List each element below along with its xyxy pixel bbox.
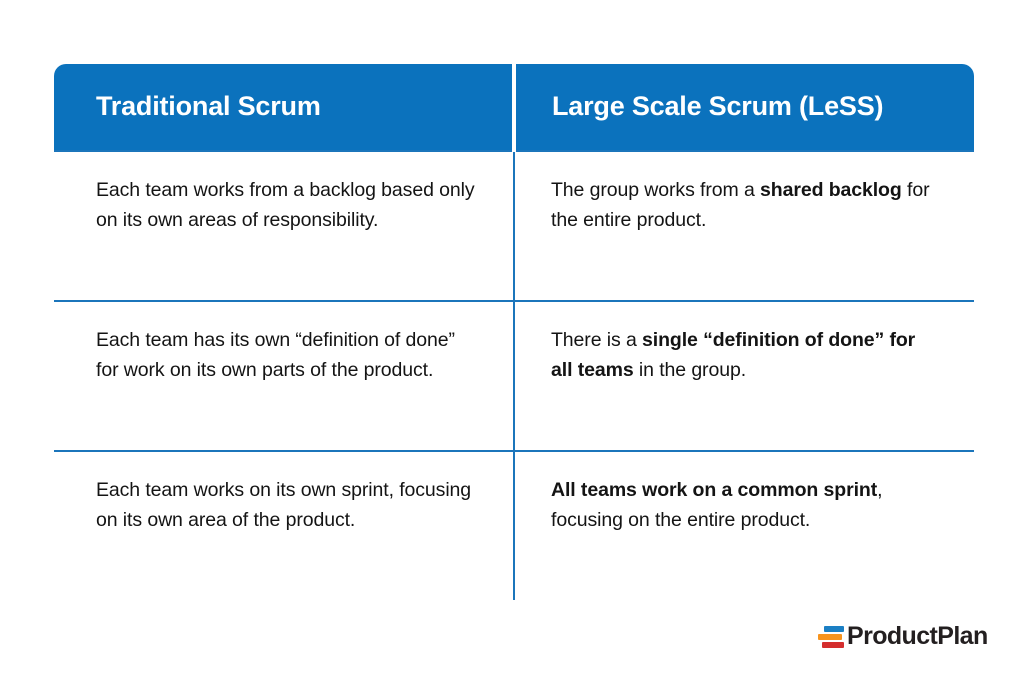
cell-content: The group works from a shared backlog fo… <box>515 152 974 253</box>
cell-traditional-scrum-3: Each team works on its own sprint, focus… <box>54 450 515 600</box>
column-header-label-left: Traditional Scrum <box>96 91 321 122</box>
cell-large-scale-scrum-2: There is a single “definition of done” f… <box>514 300 974 451</box>
cell-text-right-3: All teams work on a common sprint, focus… <box>551 479 883 531</box>
cell-large-scale-scrum-3: All teams work on a common sprint, focus… <box>514 450 974 600</box>
table-header: Traditional Scrum Large Scale Scrum (LeS… <box>54 64 974 151</box>
table-row: Each team has its own “definition of don… <box>54 300 974 451</box>
column-header-label-right: Large Scale Scrum (LeSS) <box>552 91 884 122</box>
cell-content: All teams work on a common sprint, focus… <box>515 452 974 553</box>
logo-bar-orange <box>818 633 842 640</box>
cell-content: There is a single “definition of done” f… <box>515 302 974 403</box>
cell-text-right-1: The group works from a shared backlog fo… <box>551 179 930 231</box>
logo-wordmark: ProductPlan <box>847 622 988 650</box>
cell-text-right-2: There is a single “definition of done” f… <box>551 329 916 381</box>
cell-content: Each team works from a backlog based onl… <box>54 152 513 253</box>
productplan-logo: ProductPlan <box>818 624 988 649</box>
column-header-traditional-scrum: Traditional Scrum <box>54 64 516 151</box>
cell-text-left-1: Each team works from a backlog based onl… <box>96 179 475 231</box>
cell-traditional-scrum-1: Each team works from a backlog based onl… <box>54 150 515 301</box>
column-header-large-scale-scrum: Large Scale Scrum (LeSS) <box>514 64 974 151</box>
table-header-row: Traditional Scrum Large Scale Scrum (LeS… <box>54 64 974 151</box>
cell-traditional-scrum-2: Each team has its own “definition of don… <box>54 300 515 451</box>
comparison-table-container: Traditional Scrum Large Scale Scrum (LeS… <box>52 62 976 602</box>
cell-text-left-3: Each team works on its own sprint, focus… <box>96 479 472 531</box>
scrum-comparison-table: Traditional Scrum Large Scale Scrum (LeS… <box>52 62 976 602</box>
cell-large-scale-scrum-1: The group works from a shared backlog fo… <box>514 150 974 301</box>
header-cell-right: Large Scale Scrum (LeSS) <box>516 64 974 150</box>
table-row: Each team works on its own sprint, focus… <box>54 450 974 600</box>
table-body: Each team works from a backlog based onl… <box>54 150 974 600</box>
productplan-bars-icon <box>818 625 844 649</box>
cell-content: Each team works on its own sprint, focus… <box>54 452 513 553</box>
cell-content: Each team has its own “definition of don… <box>54 302 513 403</box>
table-row: Each team works from a backlog based onl… <box>54 150 974 301</box>
header-cell-left: Traditional Scrum <box>54 64 512 150</box>
logo-bar-red <box>822 641 844 648</box>
logo-bar-blue <box>824 625 844 632</box>
cell-text-left-2: Each team has its own “definition of don… <box>96 329 455 381</box>
